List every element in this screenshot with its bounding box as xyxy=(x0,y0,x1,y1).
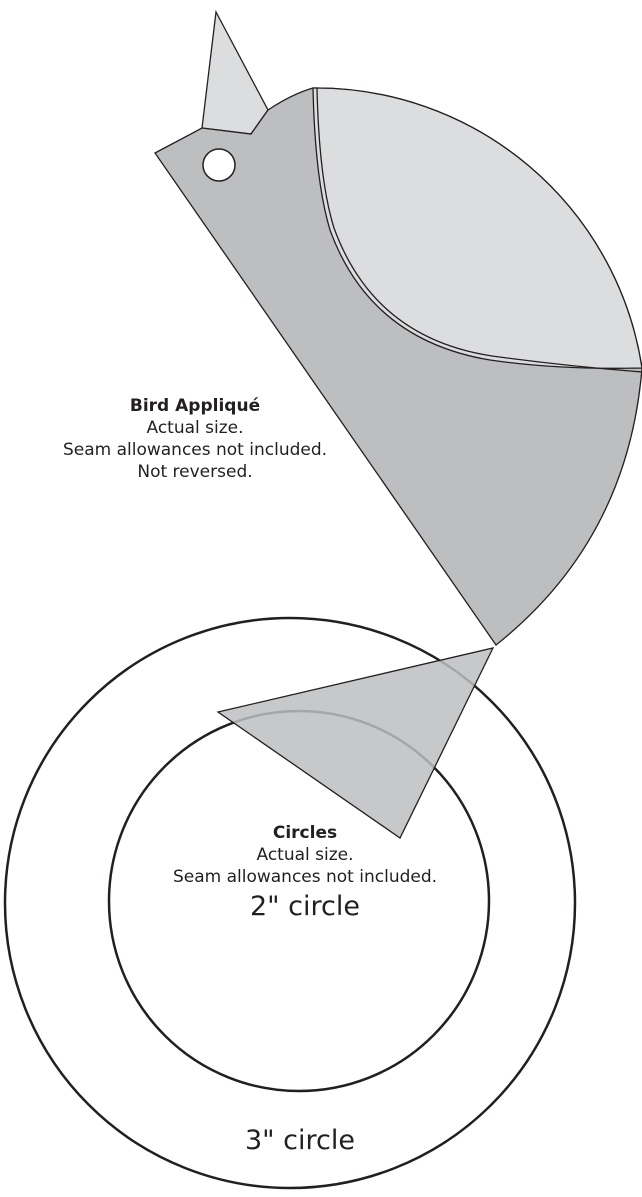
circles-caption-line: Seam allowances not included. xyxy=(172,867,438,887)
bird-caption-line: Seam allowances not included. xyxy=(62,440,328,460)
circles-caption: Circles Actual size. Seam allowances not… xyxy=(140,822,470,924)
bird-eye xyxy=(202,148,236,182)
inner-circle-size-label: 2" circle xyxy=(250,891,360,922)
bird-applique-caption: Bird Appliqué Actual size. Seam allowanc… xyxy=(0,395,390,483)
bird-caption-line: Actual size. xyxy=(146,418,244,438)
circles-title: Circles xyxy=(272,823,338,843)
outer-circle-size-label: 3" circle xyxy=(245,1125,355,1156)
bird-beak xyxy=(201,9,269,135)
bird-tail xyxy=(216,647,495,839)
circles-caption-line: Actual size. xyxy=(256,845,354,865)
wing-seam-line xyxy=(316,87,642,373)
outer-circle-3in xyxy=(3,616,577,1190)
bird-applique-title: Bird Appliqué xyxy=(129,396,261,416)
bird-wing xyxy=(312,87,642,369)
bird-caption-line: Not reversed. xyxy=(137,462,253,482)
